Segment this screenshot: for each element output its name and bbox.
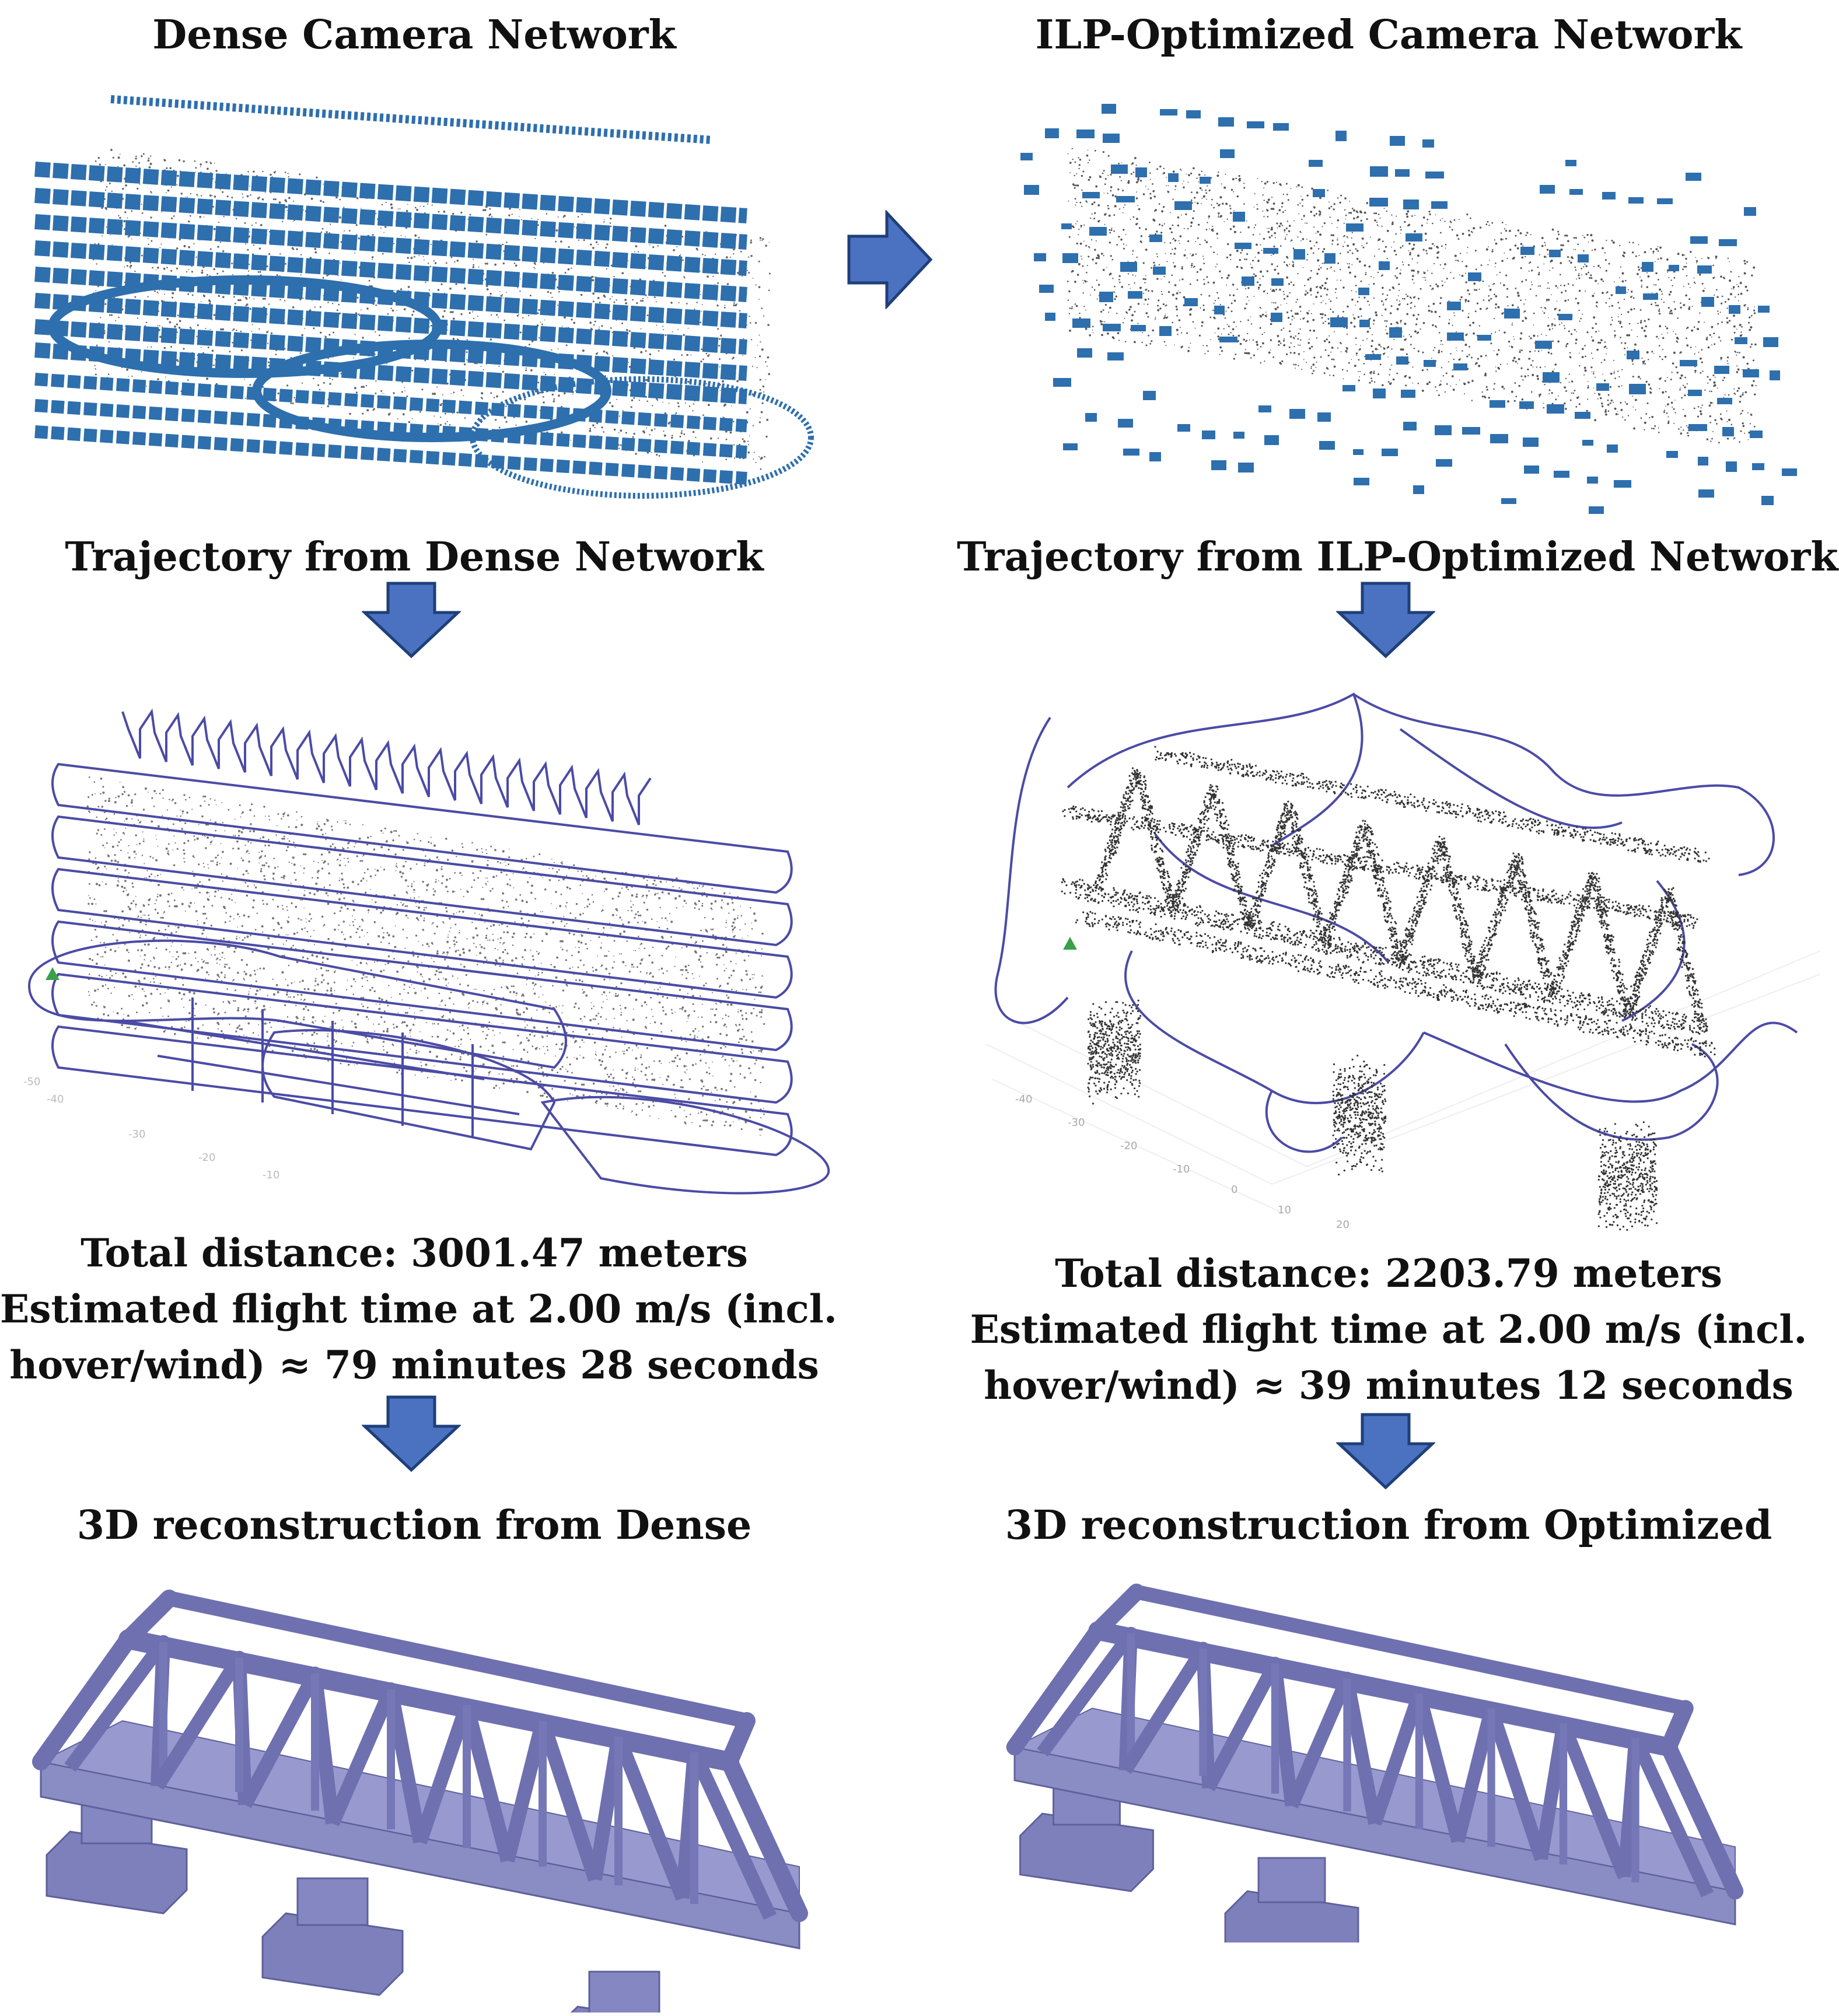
ilp-flight-time-line2: hover/wind) ≈ 39 minutes 12 seconds	[984, 1363, 1793, 1408]
dense-axis-tick: -10	[263, 1169, 279, 1181]
dense-trajectory-point-cloud	[86, 776, 765, 1136]
ilp-camera-network-figure	[1020, 104, 1797, 514]
ilp-trajectory-title: Trajectory from ILP-Optimized Network	[957, 534, 1838, 580]
dense-reconstruction-title: 3D reconstruction from Dense	[76, 1502, 752, 1549]
dense-flight-stats: Total distance: 3001.47 meters Estimated…	[0, 1225, 837, 1393]
down-arrow-icon-dense-2	[362, 1395, 461, 1472]
dense-axis-tick: -40	[47, 1093, 64, 1105]
ilp-start-marker	[1063, 937, 1077, 950]
dense-camera-network-title: Dense Camera Network	[152, 12, 676, 58]
ilp-axis-tick: 20	[1336, 1219, 1349, 1231]
ilp-camera-blocks	[1020, 104, 1797, 514]
ilp-flight-time-line1: Estimated flight time at 2.00 m/s (incl.	[970, 1307, 1807, 1352]
ilp-trajectory-figure: -40 -30 -20 -10 0 10 20	[985, 692, 1820, 1231]
ilp-axis-ticks: -40 -30 -20 -10 0 10 20	[1015, 1093, 1349, 1231]
down-arrow-icon-dense-1	[362, 582, 461, 659]
bridge-mesh	[32, 1590, 808, 2013]
dense-trajectory-title: Trajectory from Dense Network	[65, 534, 764, 580]
right-arrow-icon	[847, 210, 933, 309]
dense-axis-tick: -30	[128, 1128, 145, 1140]
ilp-axis-tick: 10	[1278, 1204, 1291, 1216]
dense-camera-network-figure	[34, 95, 814, 499]
ilp-axis-tick: 0	[1231, 1184, 1237, 1196]
dense-flight-time-line1: Estimated flight time at 2.00 m/s (incl.	[0, 1286, 837, 1332]
dense-flight-time-line2: hover/wind) ≈ 79 minutes 28 seconds	[9, 1342, 819, 1388]
dense-axis-ticks: -50 -40 -30 -20 -10	[23, 1076, 279, 1181]
down-arrow-icon-ilp-2	[1336, 1413, 1435, 1490]
ilp-bridge-point-cloud	[1061, 746, 1716, 1231]
ilp-axis-tick: -30	[1068, 1116, 1085, 1129]
dense-total-distance: Total distance: 3001.47 meters	[81, 1230, 748, 1276]
ilp-point-cloud	[1067, 148, 1757, 444]
dense-flight-path	[27, 708, 830, 1195]
ilp-axis-grid	[985, 950, 1820, 1214]
dense-axis-tick: -50	[23, 1076, 40, 1088]
ilp-flight-path	[994, 692, 1798, 1153]
dense-start-marker	[46, 967, 60, 980]
dense-trajectory-figure: -50 -40 -30 -20 -10	[23, 708, 830, 1195]
optimized-reconstruction-title: 3D reconstruction from Optimized	[1005, 1502, 1772, 1549]
ilp-axis-tick: -40	[1015, 1093, 1032, 1105]
dense-axis-tick: -20	[198, 1152, 215, 1164]
optimized-reconstruction-figure	[1006, 1583, 1744, 1943]
ilp-total-distance: Total distance: 2203.79 meters	[1055, 1251, 1722, 1296]
bridge-mesh	[1006, 1583, 1744, 1943]
ilp-axis-tick: -10	[1173, 1163, 1190, 1175]
dense-camera-rows	[34, 95, 814, 499]
down-arrow-icon-ilp-1	[1336, 582, 1435, 659]
ilp-camera-network-title: ILP-Optimized Camera Network	[1035, 12, 1742, 58]
ilp-axis-tick: -20	[1120, 1140, 1137, 1152]
dense-reconstruction-figure	[32, 1590, 808, 2013]
ilp-flight-stats: Total distance: 2203.79 meters Estimated…	[969, 1245, 1809, 1413]
